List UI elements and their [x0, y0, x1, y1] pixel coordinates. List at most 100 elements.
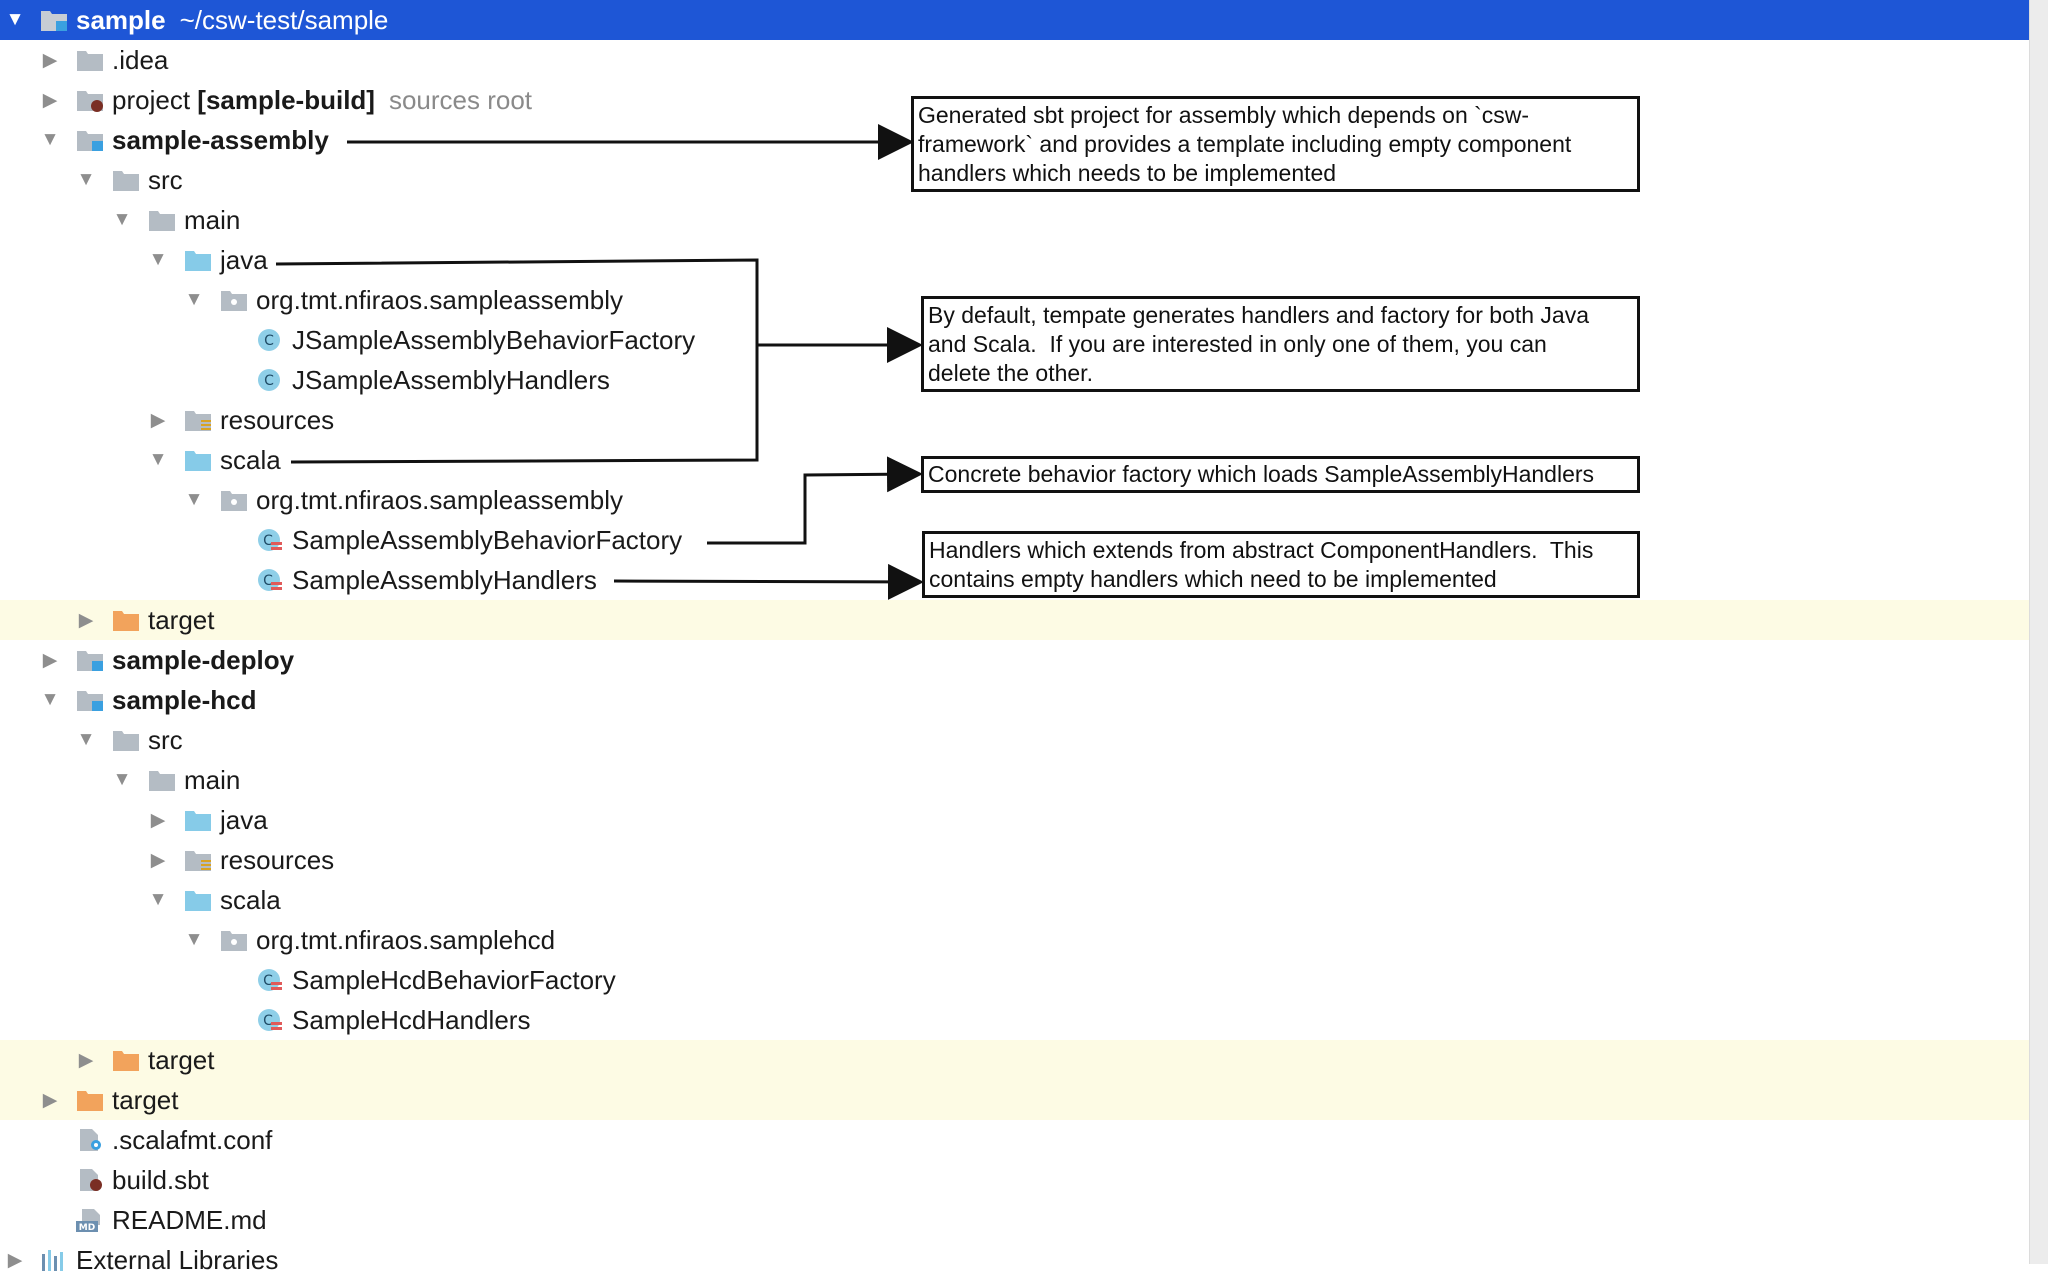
md-badge: MD	[79, 1223, 95, 1232]
folder-icon	[77, 51, 103, 71]
tree-item-scala[interactable]: ▼ scala	[0, 440, 2030, 480]
tree-item-java[interactable]: ▼ java	[0, 240, 2030, 280]
vertical-scrollbar[interactable]	[2029, 0, 2048, 1264]
folder-icon	[113, 731, 139, 751]
tree-root-sample[interactable]: ▼ sample ~/csw-test/sample	[0, 0, 2030, 40]
tree-item-target[interactable]: ▶ target	[0, 1080, 2030, 1120]
expand-arrow-icon[interactable]: ▼	[184, 489, 204, 510]
tree-item-target[interactable]: ▶ target	[0, 1040, 2030, 1080]
expand-arrow-icon[interactable]: ▼	[40, 129, 60, 150]
tree-item-label: target	[148, 1045, 215, 1075]
expand-arrow-icon[interactable]: ▶	[150, 849, 166, 871]
expand-arrow-icon[interactable]: ▶	[78, 609, 94, 631]
tree-item-file[interactable]: .scalafmt.conf	[0, 1120, 2030, 1160]
tree-item-label: SampleAssemblyBehaviorFactory	[292, 525, 683, 555]
tree-item-scala-class[interactable]: C SampleHcdHandlers	[0, 1000, 2030, 1040]
tree-module-sample-assembly[interactable]: ▼ sample-assembly	[0, 120, 2030, 160]
expand-arrow-icon[interactable]: ▶	[150, 809, 166, 831]
java-class-icon: C	[258, 369, 280, 391]
expand-arrow-icon[interactable]: ▼	[40, 689, 60, 710]
tree-item-java[interactable]: ▶ java	[0, 800, 2030, 840]
expand-arrow-icon[interactable]: ▼	[76, 169, 96, 190]
tree-item-label: JSampleAssemblyHandlers	[292, 365, 610, 395]
source-folder-icon	[185, 891, 211, 911]
tree-item-label: sample-hcd	[112, 685, 257, 715]
annotation-behavior-factory: Concrete behavior factory which loads Sa…	[921, 456, 1640, 493]
expand-arrow-icon[interactable]: ▼	[184, 289, 204, 310]
tree-item-label: sample-assembly	[112, 125, 329, 155]
expand-arrow-icon[interactable]: ▶	[42, 89, 58, 111]
tree-module-sample-hcd[interactable]: ▼ sample-hcd	[0, 680, 2030, 720]
tree-item-label: .idea	[112, 45, 169, 75]
tree-item-src[interactable]: ▼ src	[0, 160, 2030, 200]
folder-icon	[149, 211, 175, 231]
tree-item-external-libraries[interactable]: ▶ External Libraries	[0, 1240, 2030, 1280]
tree-item-label: build.sbt	[112, 1165, 209, 1195]
excluded-folder-icon	[113, 1051, 139, 1071]
class-badge-letter: C	[264, 333, 274, 349]
expand-arrow-icon[interactable]: ▼	[184, 929, 204, 950]
scala-class-icon: C	[258, 569, 282, 591]
tree-item-label: target	[112, 1085, 179, 1115]
module-folder-icon	[41, 11, 67, 31]
tree-item-label: sample-deploy	[112, 645, 295, 675]
expand-arrow-icon[interactable]: ▼	[112, 209, 132, 230]
expand-arrow-icon[interactable]: ▼	[148, 249, 168, 270]
tree-item-file[interactable]: MD README.md	[0, 1200, 2030, 1240]
tree-item-resources[interactable]: ▶ resources	[0, 400, 2030, 440]
expand-arrow-icon[interactable]: ▼	[112, 769, 132, 790]
scala-class-icon: C	[258, 1009, 282, 1031]
tree-item-scala-class[interactable]: C SampleAssemblyHandlers	[0, 560, 2030, 600]
root-path: ~/csw-test/sample	[179, 5, 389, 35]
tree-item-scala-class[interactable]: C SampleAssemblyBehaviorFactory	[0, 520, 2030, 560]
expand-arrow-icon[interactable]: ▼	[5, 9, 25, 30]
tree-item-resources[interactable]: ▶ resources	[0, 840, 2030, 880]
tree-module-sample-deploy[interactable]: ▶ sample-deploy	[0, 640, 2030, 680]
tree-item-label: resources	[220, 845, 335, 875]
tree-item-scala[interactable]: ▼ scala	[0, 880, 2030, 920]
sources-root-hint: sources root	[388, 85, 533, 115]
folder-icon	[113, 171, 139, 191]
tree-item-label: README.md	[112, 1205, 267, 1235]
tree-item-label: main	[184, 205, 241, 235]
tree-item-label: .scalafmt.conf	[112, 1125, 273, 1155]
expand-arrow-icon[interactable]: ▶	[150, 409, 166, 431]
source-folder-icon	[185, 811, 211, 831]
scala-class-icon: C	[258, 969, 282, 991]
annotation-handlers: Handlers which extends from abstract Com…	[922, 531, 1640, 598]
expand-arrow-icon[interactable]: ▼	[148, 449, 168, 470]
expand-arrow-icon[interactable]: ▶	[7, 1249, 23, 1271]
tree-item-main[interactable]: ▼ main	[0, 760, 2030, 800]
tree-item-project[interactable]: ▶ project [sample-build]sources root	[0, 80, 2030, 120]
tree-item-label: org.tmt.nfiraos.sampleassembly	[256, 485, 624, 515]
markdown-file-icon: MD	[76, 1209, 100, 1232]
folder-icon	[149, 771, 175, 791]
tree-item-target[interactable]: ▶ target	[0, 600, 2030, 640]
excluded-folder-icon	[77, 1091, 103, 1111]
tree-item-file[interactable]: build.sbt	[0, 1160, 2030, 1200]
tree-item-label: java	[220, 805, 268, 835]
tree-item-label: External Libraries	[76, 1245, 279, 1275]
tree-item-main[interactable]: ▼ main	[0, 200, 2030, 240]
tree-item-package[interactable]: ▼ org.tmt.nfiraos.sampleassembly	[0, 480, 2030, 520]
expand-arrow-icon[interactable]: ▶	[42, 1089, 58, 1111]
tree-item-scala-class[interactable]: C SampleHcdBehaviorFactory	[0, 960, 2030, 1000]
tree-item-package[interactable]: ▼ org.tmt.nfiraos.samplehcd	[0, 920, 2030, 960]
expand-arrow-icon[interactable]: ▼	[148, 889, 168, 910]
tree-item-src[interactable]: ▼ src	[0, 720, 2030, 760]
expand-arrow-icon[interactable]: ▼	[76, 729, 96, 750]
class-badge-letter: C	[263, 1013, 273, 1029]
expand-arrow-icon[interactable]: ▶	[42, 649, 58, 671]
class-badge-letter: C	[263, 573, 273, 589]
class-badge-letter: C	[264, 373, 274, 389]
tree-item-label: SampleAssemblyHandlers	[292, 565, 597, 595]
root-name: sample	[76, 5, 166, 35]
resources-folder-icon	[185, 851, 211, 871]
expand-arrow-icon[interactable]: ▶	[42, 49, 58, 71]
expand-arrow-icon[interactable]: ▶	[78, 1049, 94, 1071]
module-name-suffix: [sample-build]	[197, 85, 375, 115]
tree-item-label: src	[148, 165, 183, 195]
tree-item-idea[interactable]: ▶ .idea	[0, 40, 2030, 80]
config-file-icon	[80, 1129, 101, 1151]
